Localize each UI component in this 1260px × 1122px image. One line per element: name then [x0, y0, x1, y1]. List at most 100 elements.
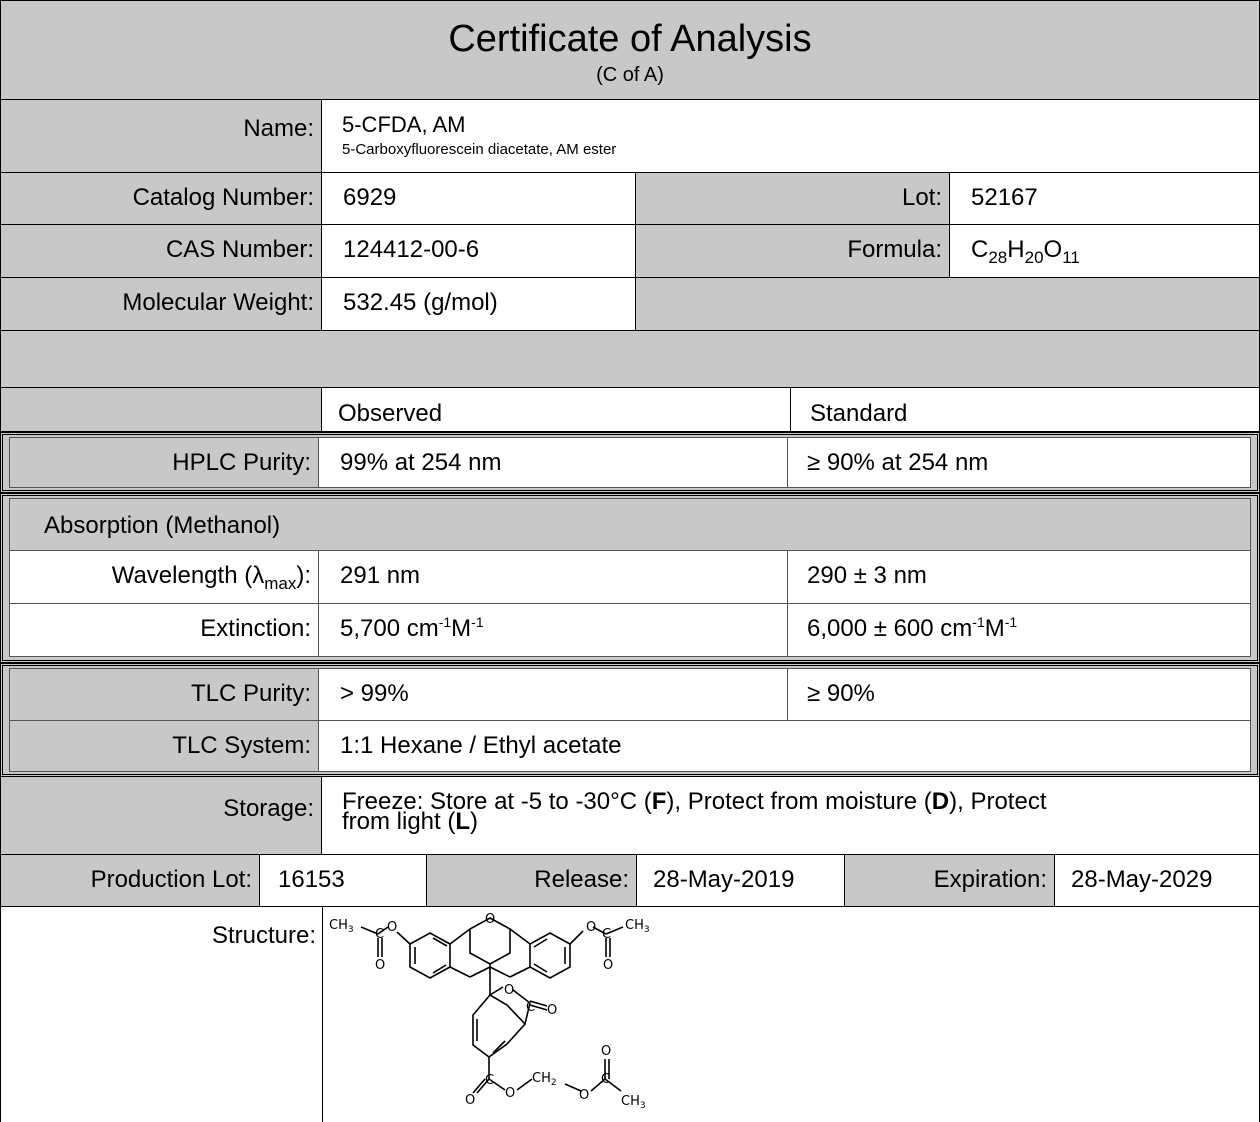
atom-ch3-right: CH — [625, 918, 644, 933]
tlc-system-value: 1:1 Hexane / Ethyl acetate — [319, 721, 1250, 771]
mw-row: Molecular Weight: 532.45 (g/mol) — [0, 278, 1260, 331]
cas-label: CAS Number: — [1, 225, 322, 277]
name-label: Name: — [1, 100, 322, 172]
wavelength-observed: 291 nm — [319, 551, 788, 603]
tlc-system-row: TLC System: 1:1 Hexane / Ethyl acetate — [9, 721, 1251, 772]
structure-row: Structure: — [0, 907, 1260, 1122]
atom-ch3-lower-sub: 3 — [640, 1101, 646, 1111]
wavelength-label: Wavelength (λmax): — [10, 551, 319, 603]
extinction-observed-m: M — [451, 615, 472, 642]
extinction-observed-exp2: -1 — [471, 614, 484, 630]
chemical-structure-diagram: CH3 O C O O O C CH3 O O C O O C O CH2 O … — [329, 912, 650, 1111]
absorption-frame: Absorption (Methanol) Wavelength (λmax):… — [0, 493, 1260, 663]
wavelength-row: Wavelength (λmax): 291 nm 290 ± 3 nm — [9, 551, 1251, 604]
atom-c-left: C — [375, 927, 384, 942]
catalog-label: Catalog Number: — [1, 173, 322, 224]
mw-spacer — [636, 278, 1259, 330]
absorption-header: Absorption (Methanol) — [44, 512, 281, 539]
atom-o-lower-ester: O — [505, 1086, 515, 1101]
storage-text-1: Freeze: Store at -5 to -30°C ( — [342, 788, 652, 815]
separator-row — [0, 331, 1260, 388]
lot-value: 52167 — [950, 173, 1259, 224]
formula-el-h: H — [1007, 236, 1025, 263]
wavelength-label-text: Wavelength (λ — [111, 562, 265, 589]
name-value-cell: 5-CFDA, AM 5-Carboxyfluorescein diacetat… — [322, 100, 1259, 172]
atom-c-acetoxy: C — [601, 1072, 610, 1087]
atom-o-lactone-carbonyl: O — [547, 1003, 557, 1018]
atom-c-lactone: C — [526, 1000, 535, 1015]
expiration-label: Expiration: — [845, 855, 1055, 906]
atom-ch3-lower: CH — [621, 1094, 640, 1109]
extinction-row: Extinction: 5,700 cm-1M-1 6,000 ± 600 cm… — [9, 604, 1251, 657]
column-header-row: Observed Standard — [0, 388, 1260, 432]
extinction-observed-exp1: -1 — [438, 614, 452, 630]
hplc-row: HPLC Purity: 99% at 254 nm ≥ 90% at 254 … — [9, 437, 1251, 488]
release-value: 28-May-2019 — [637, 855, 845, 906]
structure-label: Structure: — [1, 907, 323, 967]
svg-text:CH3: CH3 — [621, 1094, 646, 1111]
wavelength-label-sub: max — [264, 574, 297, 593]
atom-o-left-carbonyl: O — [375, 958, 385, 973]
name-row: Name: 5-CFDA, AM 5-Carboxyfluorescein di… — [0, 100, 1260, 173]
name-value: 5-CFDA, AM — [342, 112, 466, 137]
storage-text-2: ), Protect from moisture ( — [666, 788, 932, 815]
formula-el-c: C — [971, 236, 989, 263]
wavelength-standard: 290 ± 3 nm — [788, 551, 1250, 603]
atom-o-pyran: O — [485, 912, 495, 927]
formula-n-h: 20 — [1024, 248, 1044, 267]
tlc-system-label: TLC System: — [10, 721, 319, 771]
atom-c-lower: C — [485, 1073, 494, 1088]
name-sub-value: 5-Carboxyfluorescein diacetate, AM ester — [342, 141, 617, 158]
production-row: Production Lot: 16153 Release: 28-May-20… — [0, 855, 1260, 907]
tlc-purity-standard: ≥ 90% — [788, 669, 1250, 720]
storage-text-3: ), Protect — [949, 788, 1047, 815]
extinction-label: Extinction: — [10, 604, 319, 656]
atom-o-acetoxy-ester: O — [579, 1088, 589, 1103]
absorption-header-row: Absorption (Methanol) — [9, 498, 1251, 551]
atom-ch2: CH — [532, 1071, 551, 1086]
svg-text:CH3: CH3 — [625, 918, 650, 935]
atom-o-lactone: O — [504, 983, 514, 998]
atom-ch3-left: CH — [329, 918, 348, 933]
extinction-standard: 6,000 ± 600 cm-1M-1 — [788, 604, 1250, 656]
hplc-frame: HPLC Purity: 99% at 254 nm ≥ 90% at 254 … — [0, 432, 1260, 493]
hplc-label: HPLC Purity: — [10, 438, 319, 487]
hplc-standard: ≥ 90% at 254 nm — [788, 438, 1250, 487]
storage-code-f: F — [651, 788, 667, 815]
tlc-purity-observed: > 99% — [319, 669, 788, 720]
title-row: Certificate of Analysis (C of A) — [0, 0, 1260, 100]
formula-n-o: 11 — [1062, 248, 1080, 267]
svg-text:CH3: CH3 — [329, 918, 354, 935]
lower-benzene-ring — [472, 993, 527, 1058]
storage-code-l: L — [455, 808, 471, 835]
storage-text-4: from light ( — [342, 808, 456, 835]
catalog-row: Catalog Number: 6929 Lot: 52167 — [0, 173, 1260, 225]
lot-label: Lot: — [636, 173, 950, 224]
mw-label: Molecular Weight: — [1, 278, 322, 330]
atom-o-right-carbonyl: O — [603, 958, 613, 973]
storage-value: Freeze: Store at -5 to -30°C (F), Protec… — [322, 777, 1259, 854]
left-benzene-ring — [409, 932, 451, 979]
formula-label: Formula: — [636, 225, 950, 277]
catalog-value: 6929 — [322, 173, 636, 224]
hplc-observed: 99% at 254 nm — [319, 438, 788, 487]
atom-o-acetoxy-carbonyl: O — [601, 1044, 611, 1059]
tlc-purity-label: TLC Purity: — [10, 669, 319, 720]
atom-c-right: C — [602, 927, 611, 942]
tlc-frame: TLC Purity: > 99% ≥ 90% TLC System: 1:1 … — [0, 663, 1260, 777]
observed-header: Observed — [322, 388, 791, 431]
release-label: Release: — [427, 855, 637, 906]
cas-value: 124412-00-6 — [322, 225, 636, 277]
atom-o-lower-carbonyl: O — [465, 1093, 475, 1108]
extinction-standard-m: M — [984, 615, 1005, 642]
formula-n-c: 28 — [988, 248, 1008, 267]
atom-o-left-ester: O — [387, 920, 397, 935]
page-title: Certificate of Analysis — [448, 18, 812, 60]
mw-value: 532.45 (g/mol) — [322, 278, 636, 330]
storage-line-1: Freeze: Store at -5 to -30°C (F), Protec… — [342, 790, 1259, 814]
atom-ch3-left-sub: 3 — [348, 925, 354, 935]
formula-value: C28H20O11 — [950, 225, 1259, 277]
column-header-spacer — [1, 388, 322, 431]
formula-el-o: O — [1043, 236, 1063, 263]
page-subtitle: (C of A) — [596, 64, 664, 86]
